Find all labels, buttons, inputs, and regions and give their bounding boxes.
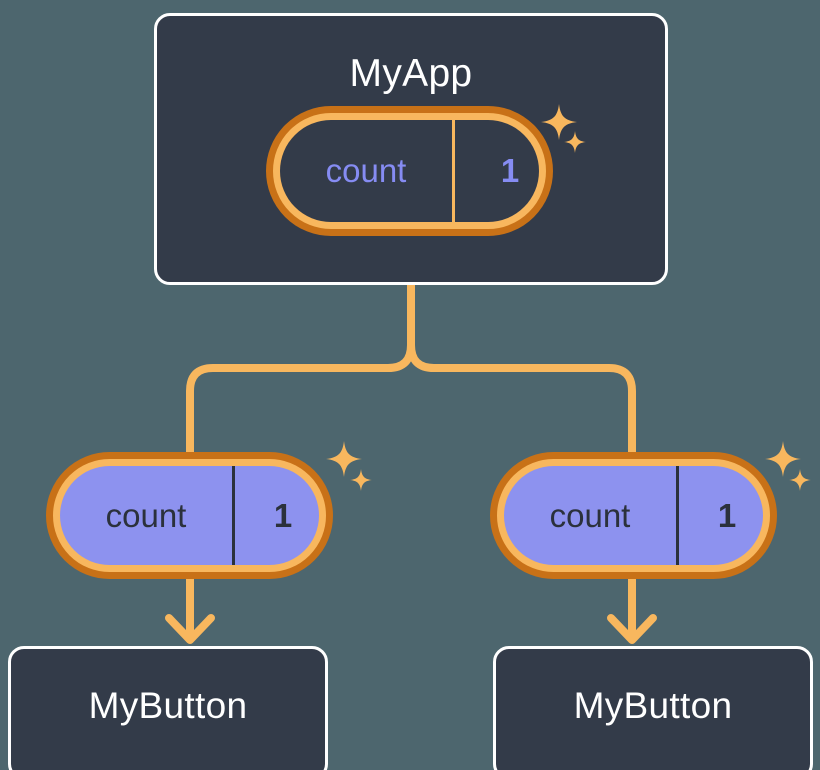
- connector-tree-path: [186, 281, 636, 456]
- state-key-label: count: [105, 496, 187, 534]
- card-title-mybutton: MyButton: [88, 685, 248, 726]
- state-pill-inner: count 1: [504, 466, 763, 565]
- sparkle-icon: [350, 469, 372, 491]
- component-card-mybutton-right[interactable]: MyButton: [493, 646, 813, 770]
- state-pill-left[interactable]: count 1: [46, 452, 333, 579]
- state-value-label: 1: [717, 496, 737, 534]
- component-card-mybutton-left[interactable]: MyButton: [8, 646, 328, 770]
- state-value-label: 1: [273, 496, 293, 534]
- arrow-down-icon-left: [165, 579, 215, 644]
- sparkle-icon: [326, 441, 362, 477]
- state-key-label: count: [549, 496, 631, 534]
- sparkle-icon: [765, 441, 801, 477]
- state-pill-divider: [676, 466, 679, 565]
- state-value-label: 1: [500, 152, 520, 189]
- state-key-label: count: [325, 152, 407, 189]
- arrow-down-icon-right: [607, 579, 657, 644]
- card-title-mybutton: MyButton: [573, 685, 733, 726]
- card-title-myapp: MyApp: [349, 52, 473, 95]
- state-pill-right[interactable]: count 1: [490, 452, 777, 579]
- state-pill-myapp[interactable]: count 1: [266, 106, 553, 236]
- state-pill-inner: count 1: [60, 466, 319, 565]
- state-pill-inner: count 1: [280, 120, 539, 222]
- sparkle-icon: [789, 469, 811, 491]
- state-pill-divider: [452, 120, 455, 222]
- state-pill-divider: [232, 466, 235, 565]
